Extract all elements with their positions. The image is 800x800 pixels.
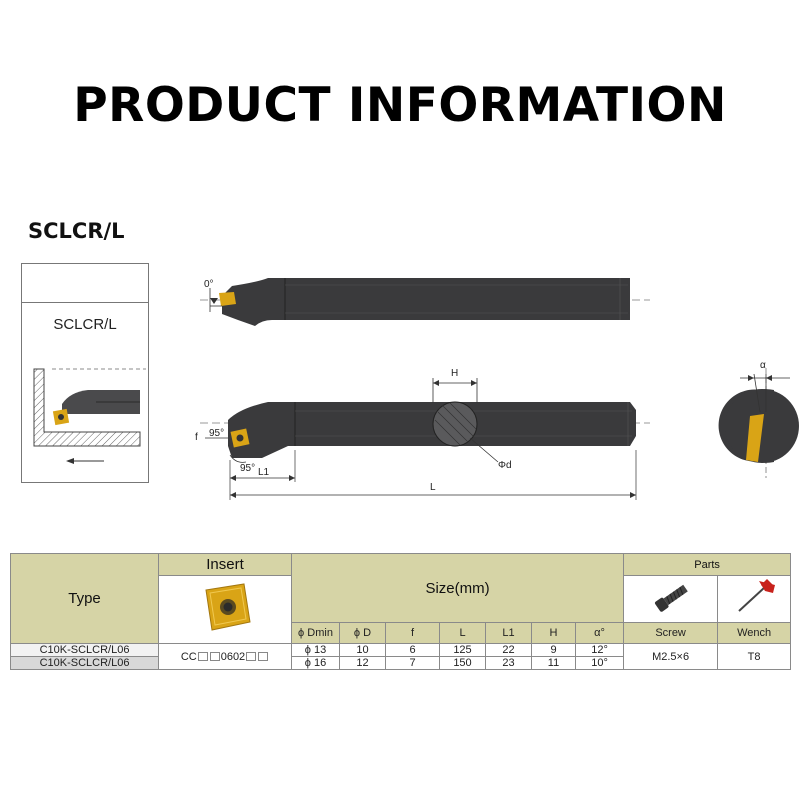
screw-icon — [654, 584, 688, 612]
side-view-bar — [200, 401, 650, 458]
placeholder-box — [246, 651, 257, 661]
d-cell: 10 — [339, 643, 386, 657]
spec-table: Type Insert Size(mm) Parts — [10, 552, 792, 670]
wrench-value-cell: T8 — [717, 643, 792, 670]
dim-d-label: Φd — [498, 460, 512, 471]
screw-value-cell: M2.5×6 — [623, 643, 719, 670]
angle-95-bottom-label: 95° — [240, 463, 255, 474]
panel-divider — [22, 302, 148, 303]
insert-image-cell — [158, 575, 292, 644]
end-view — [718, 368, 799, 478]
wrench-image-cell — [717, 574, 792, 624]
L1-cell: 23 — [485, 656, 532, 670]
schematic-label: SCLCR/L — [53, 316, 117, 333]
type-cell: C10K-SCLCR/L06 — [10, 656, 159, 670]
alpha-cell: 12° — [574, 643, 625, 657]
subheader-H: H — [531, 622, 576, 644]
angle-alpha-label: α — [760, 360, 766, 371]
L-cell: 150 — [439, 656, 486, 670]
H-cell: 11 — [531, 656, 576, 670]
boring-schematic-panel: SCLCR/L — [21, 263, 149, 483]
dim-H-label: H — [451, 368, 458, 379]
header-type: Type — [10, 553, 159, 644]
insert-code-mid: 0602 — [220, 650, 246, 663]
table-row: C10K-SCLCR/L06 CC 0602 ϕ 13 10 6 125 22 9… — [10, 643, 792, 670]
table-row: C10K-SCLCR/L06 ϕ 16 12 7 150 23 11 10° — [10, 656, 791, 670]
dim-f-label: f — [195, 432, 198, 443]
L1-cell: 22 — [485, 643, 532, 657]
boring-schematic — [33, 368, 146, 464]
header-insert: Insert — [158, 553, 292, 576]
f-cell: 7 — [385, 656, 440, 670]
wrench-icon — [738, 578, 776, 612]
dim-L1-label: L1 — [258, 467, 270, 478]
dmin-cell: ϕ 13 — [291, 643, 340, 657]
subheader-alpha: α° — [574, 622, 625, 644]
placeholder-box — [258, 651, 269, 661]
insert-code-cell: CC 0602 — [158, 643, 292, 670]
subheader-screw: Screw — [623, 622, 719, 644]
alpha-cell: 10° — [574, 656, 625, 670]
dim-L-label: L — [430, 482, 436, 493]
model-name: SCLCR/L — [28, 219, 125, 243]
type-cell: C10K-SCLCR/L06 — [10, 643, 159, 657]
angle-95-top-label: 95° — [209, 428, 224, 439]
subheader-L: L — [439, 622, 486, 644]
screw-image-cell — [623, 574, 719, 624]
dmin-cell: ϕ 16 — [291, 656, 340, 670]
top-view-bar — [200, 278, 650, 326]
H-cell: 9 — [531, 643, 576, 657]
subheader-d: ϕ D — [339, 622, 386, 644]
d-cell: 12 — [339, 656, 386, 670]
angle-0-label: 0° — [204, 279, 214, 290]
subheader-f: f — [385, 622, 440, 644]
page-title: PRODUCT INFORMATION — [73, 78, 727, 133]
header-parts: Parts — [623, 553, 792, 576]
placeholder-box — [209, 651, 220, 661]
insert-icon — [205, 583, 251, 631]
subheader-L1: L1 — [485, 622, 532, 644]
subheader-dmin: ϕ Dmin — [291, 622, 340, 644]
L-cell: 125 — [439, 643, 486, 657]
insert-code-prefix: CC — [180, 650, 197, 663]
header-size: Size(mm) — [290, 552, 625, 624]
f-cell: 6 — [385, 643, 440, 657]
placeholder-box — [197, 651, 208, 661]
subheader-wrench: Wench — [717, 622, 792, 644]
tool-drawing: 0° H Φd 95° f 95° L1 — [195, 278, 799, 500]
